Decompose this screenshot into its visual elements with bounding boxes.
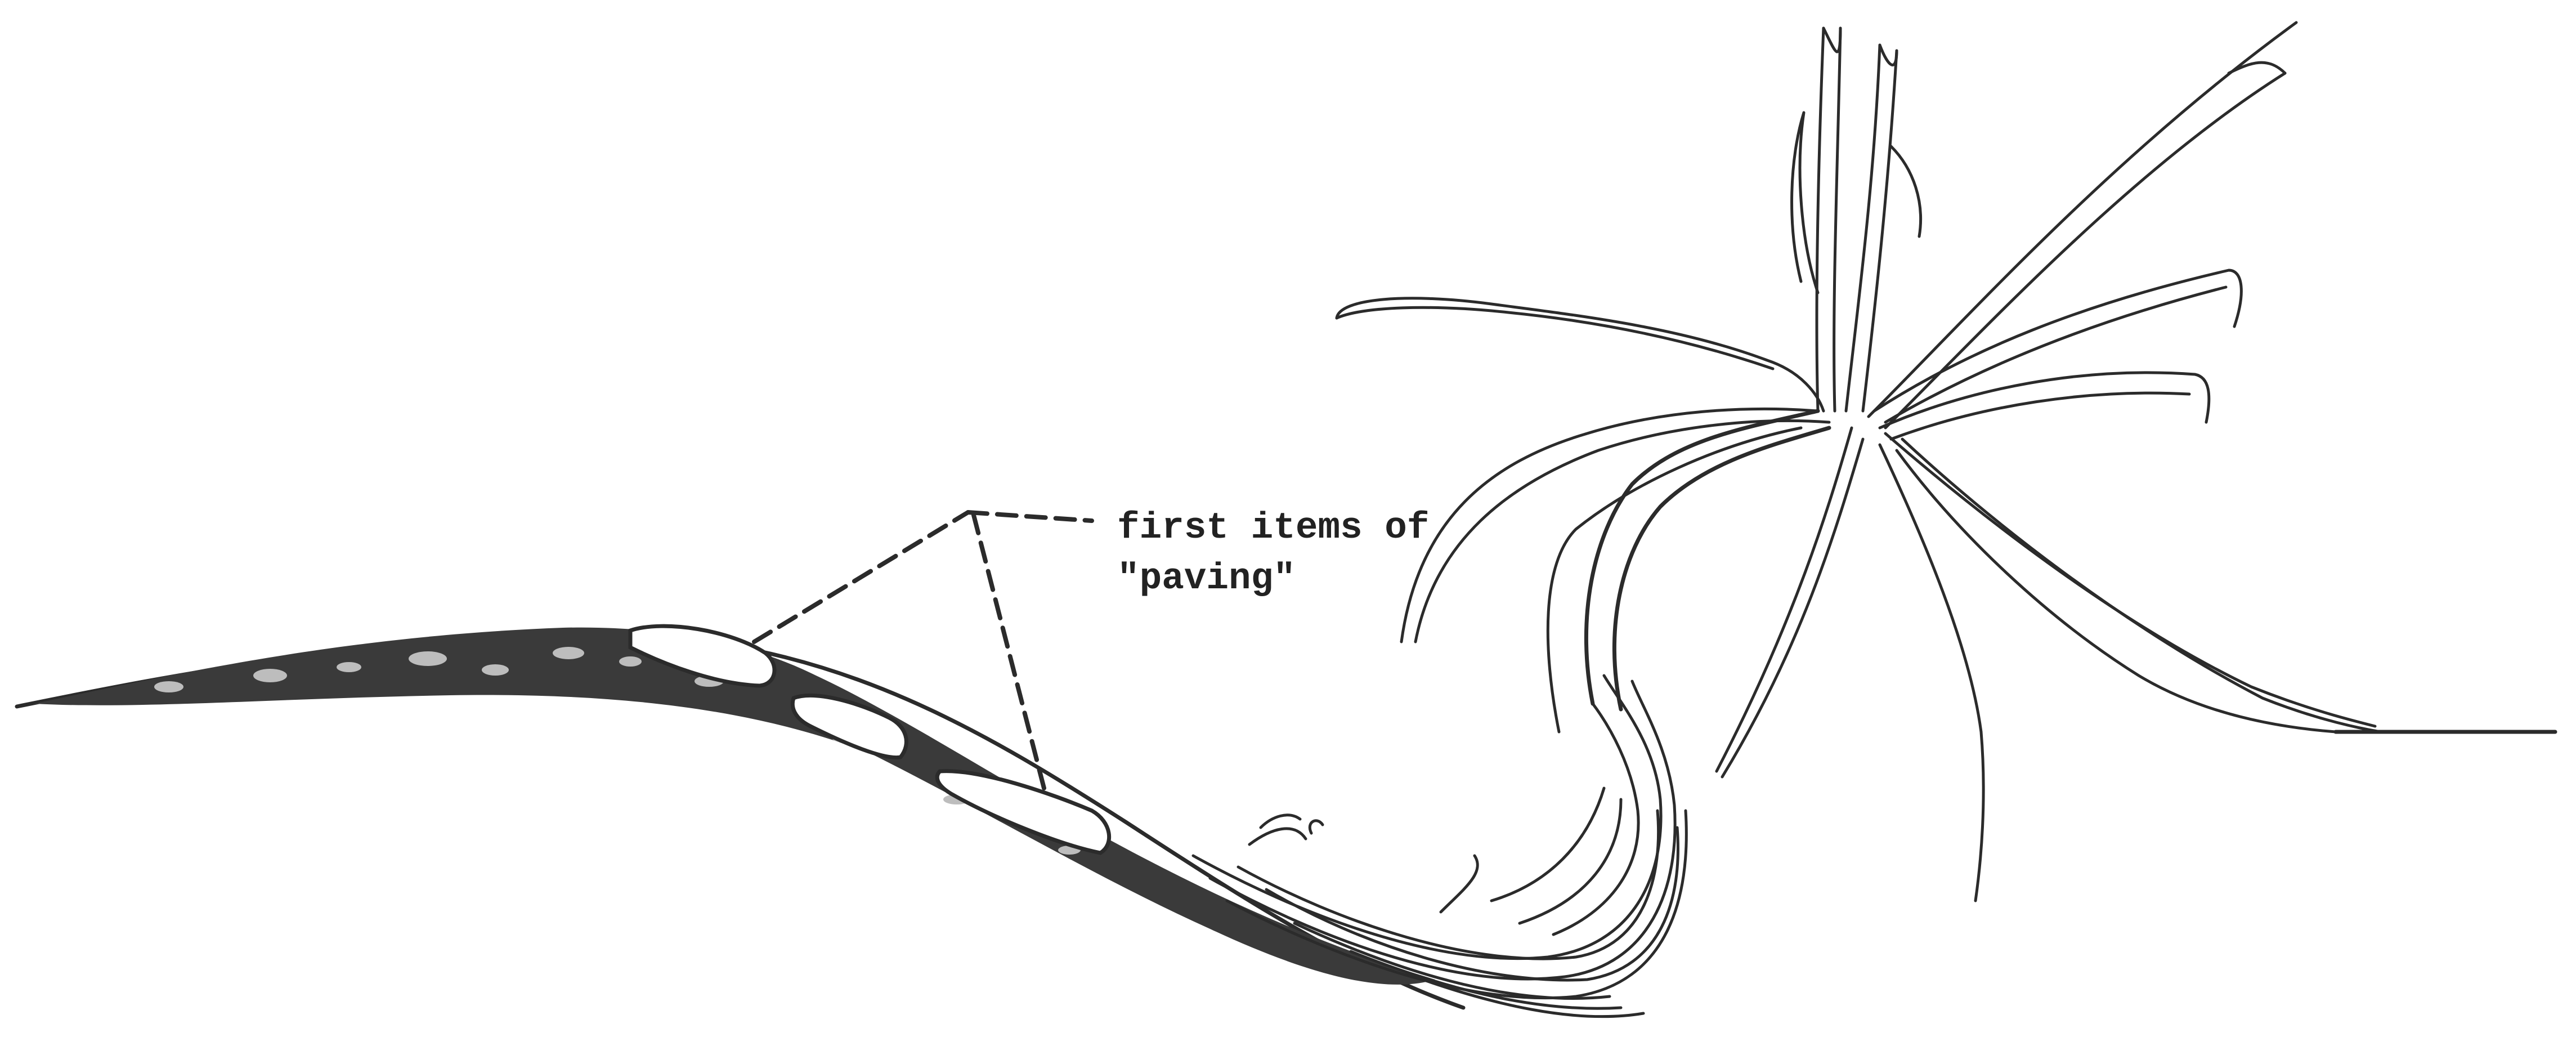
leader-line-stone-3 [974,515,1044,788]
paving-stone-3 [937,771,1109,853]
leader-line-stone-1 [754,512,968,642]
plant-leaves [1337,23,2381,901]
leader-line-top [968,512,1092,521]
root-mass [1193,676,1686,1017]
paving-stone-2 [792,695,906,757]
annotation-line-1: first items of [1117,507,1430,549]
annotation-line-2: "paving" [1117,557,1296,600]
